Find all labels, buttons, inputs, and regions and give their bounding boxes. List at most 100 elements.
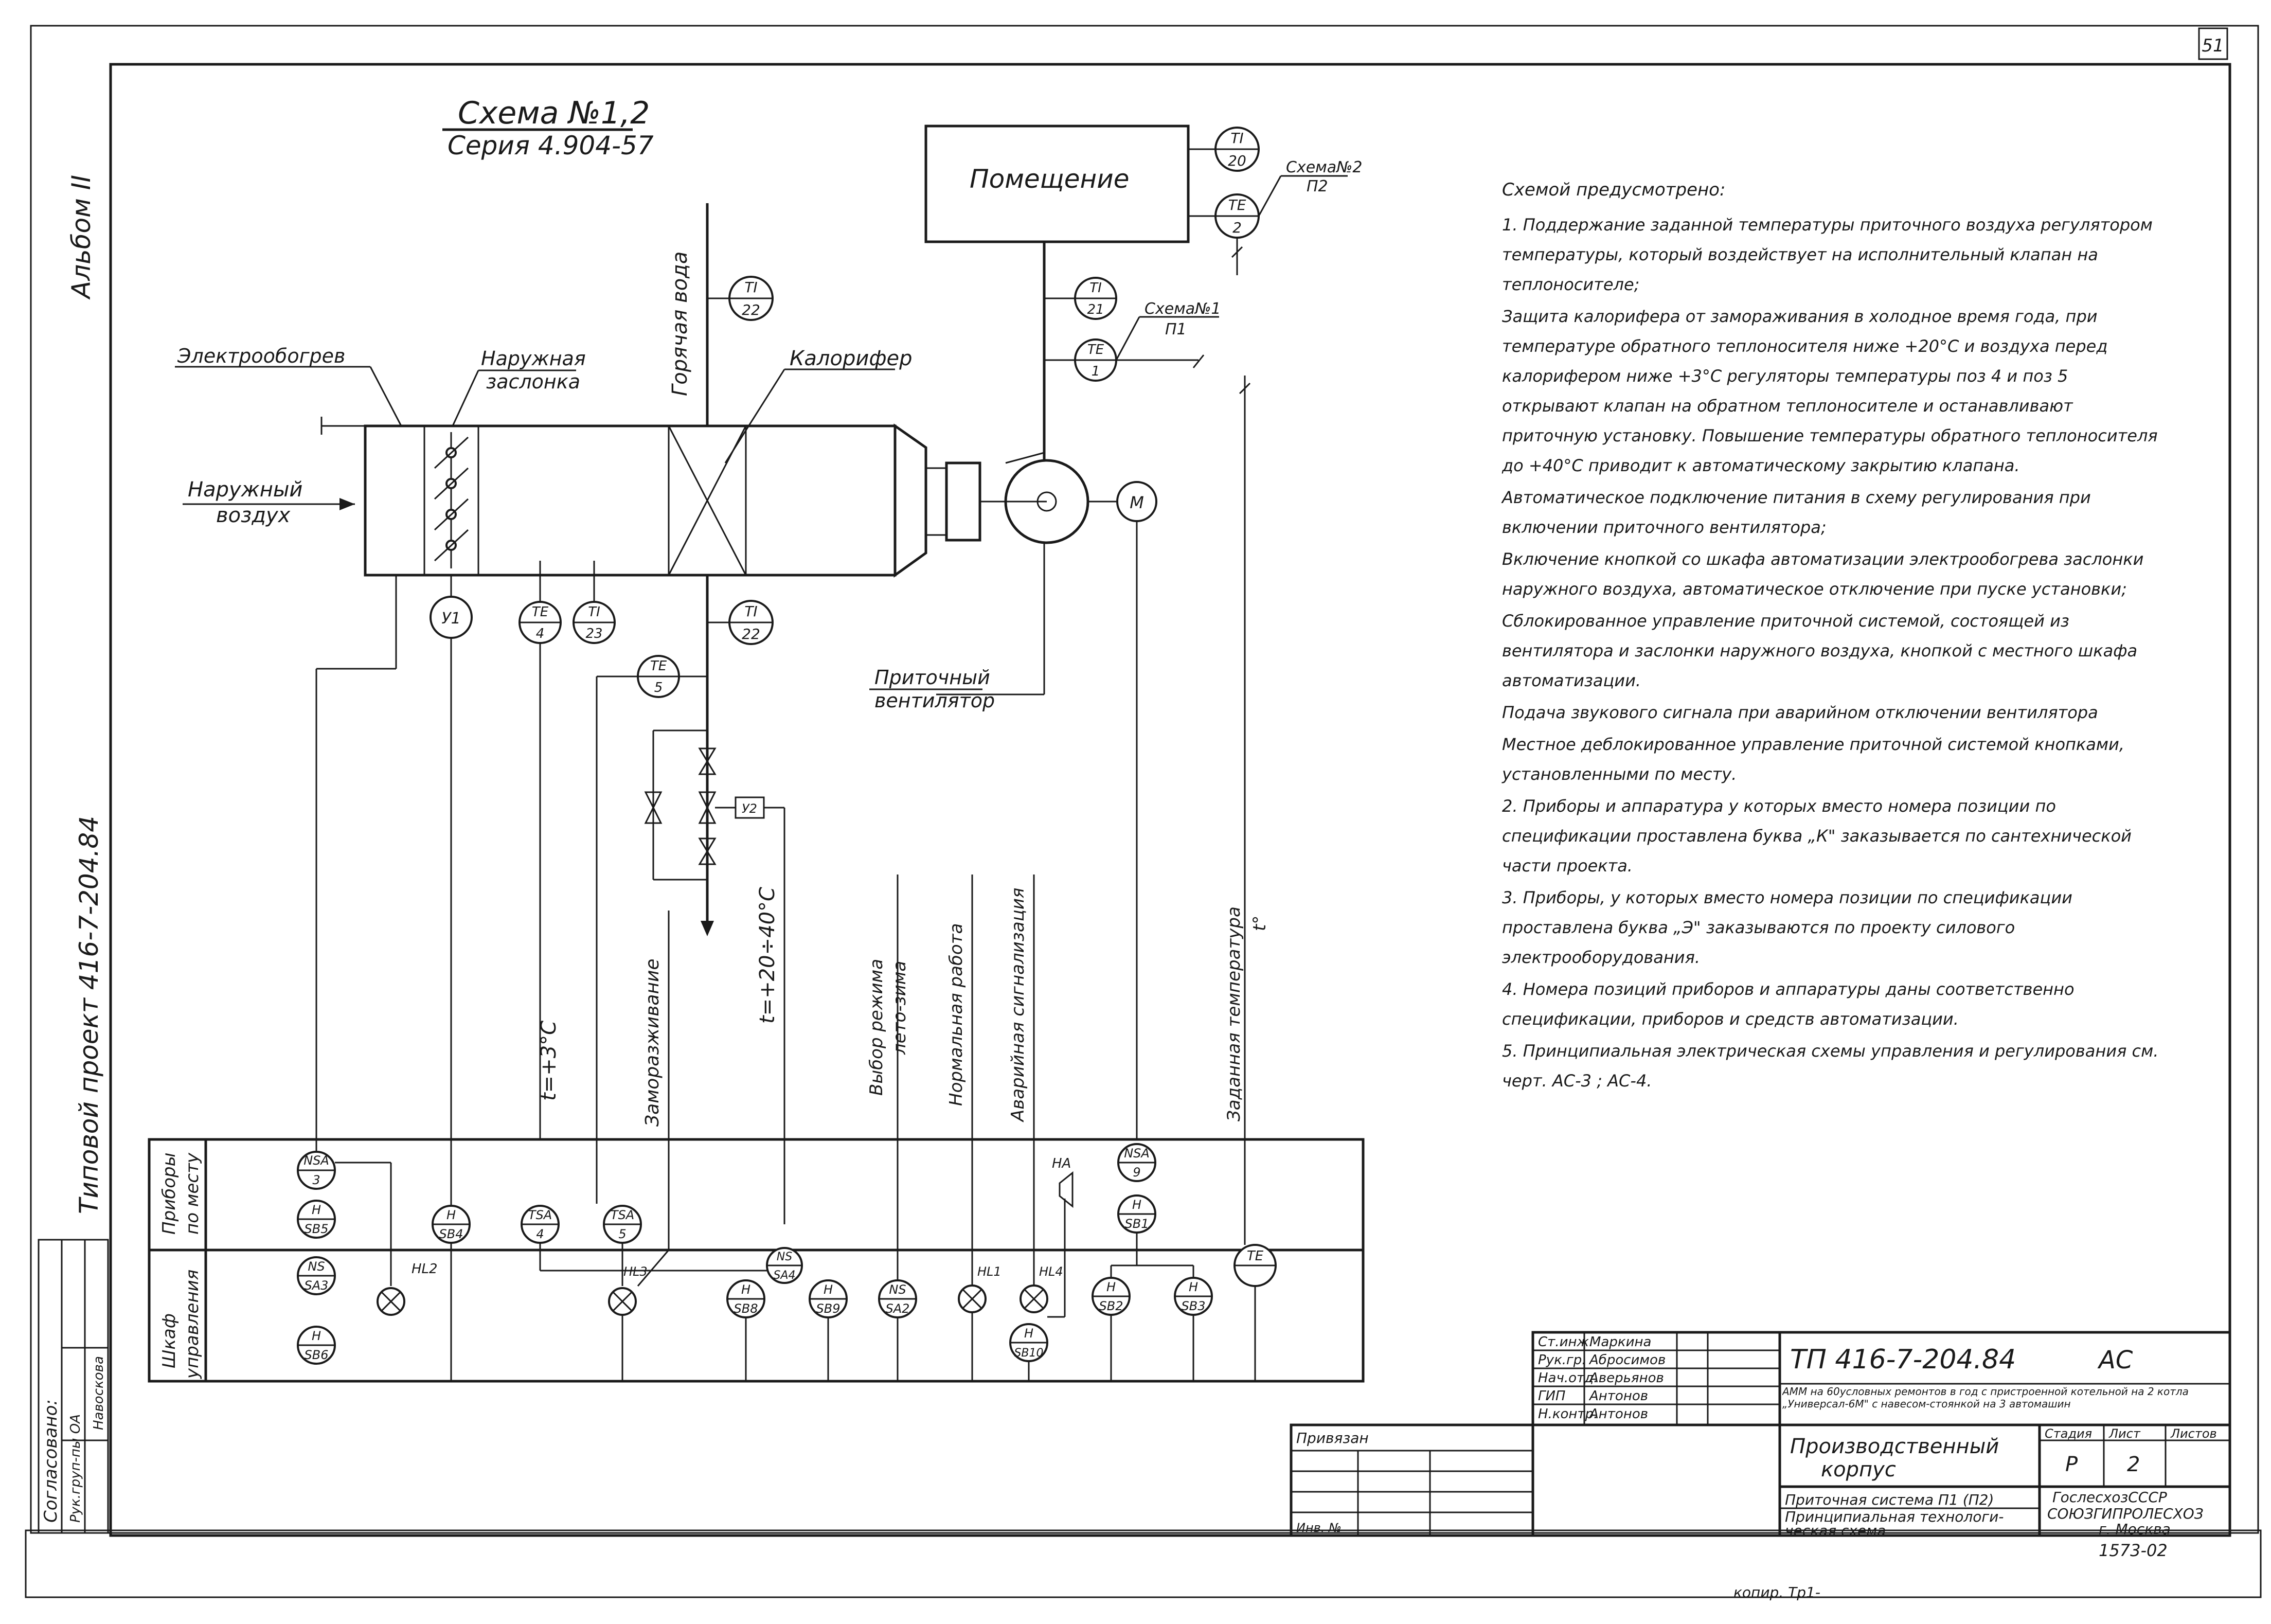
system-name: Приточная система П1 (П2) bbox=[1785, 1491, 1994, 1508]
note-2: Защита калорифера от замораживания в хол… bbox=[1502, 307, 2158, 475]
svg-text:TSA: TSA bbox=[528, 1208, 552, 1222]
svg-text:Н.контр.: Н.контр. bbox=[1538, 1406, 1598, 1422]
title-block: Ст.инж. Маркина Рук.гр. Абросимов Нач.от… bbox=[1290, 1331, 2231, 1601]
svg-text:Нач.отд.: Нач.отд. bbox=[1538, 1370, 1598, 1386]
svg-text:Р: Р bbox=[2065, 1453, 2078, 1476]
svg-text:TI: TI bbox=[744, 603, 757, 620]
mode-label: Выбор режима bbox=[866, 959, 887, 1096]
equipment-labels: Электрообогрев Наружная заслонка Калориф… bbox=[175, 345, 913, 527]
svg-text:У2: У2 bbox=[742, 801, 757, 816]
svg-text:21: 21 bbox=[1087, 302, 1104, 317]
svg-text:NSA: NSA bbox=[1124, 1146, 1150, 1161]
svg-text:Инв. №: Инв. № bbox=[1296, 1521, 1342, 1535]
note-1: 1. Поддержание заданной температуры прит… bbox=[1502, 215, 2153, 294]
svg-text:H: H bbox=[1132, 1198, 1141, 1212]
scheme-title: Схема №1,2 Серия 4.904-57 bbox=[442, 95, 654, 160]
heater-label: Калорифер bbox=[790, 347, 913, 370]
svg-text:У1: У1 bbox=[441, 610, 460, 628]
svg-text:Стадия: Стадия bbox=[2045, 1426, 2092, 1441]
svg-text:TE: TE bbox=[1087, 342, 1104, 358]
unit-sensors: У1 TE 4 TI 23 bbox=[315, 561, 616, 1224]
svg-text:Принципиальная технологи-: Принципиальная технологи- bbox=[1785, 1508, 2004, 1525]
svg-text:Лист: Лист bbox=[2108, 1426, 2141, 1441]
return-water-line: TI 22 TE 5 У2 bbox=[596, 575, 785, 1224]
svg-text:H: H bbox=[1106, 1280, 1116, 1294]
group-head-label: Рук.груп-пы ОА bbox=[68, 1414, 83, 1523]
svg-text:TI: TI bbox=[1230, 130, 1243, 147]
drawing-mark: АС bbox=[2097, 1346, 2133, 1375]
project-label: Типовой проект 416-7-204.84 bbox=[74, 816, 104, 1214]
svg-text:HL3: HL3 bbox=[623, 1264, 648, 1279]
svg-text:TI: TI bbox=[1089, 280, 1102, 296]
scheme-series: Серия 4.904-57 bbox=[448, 131, 654, 160]
project-code: ТП 416-7-204.84 bbox=[1790, 1344, 2016, 1375]
svg-text:TSA: TSA bbox=[611, 1208, 634, 1222]
room-label: Помещение bbox=[970, 164, 1129, 194]
svg-text:корпус: корпус bbox=[1821, 1458, 1896, 1482]
svg-text:HA: HA bbox=[1052, 1156, 1071, 1171]
svg-text:Ст.инж.: Ст.инж. bbox=[1538, 1334, 1593, 1350]
svg-text:H: H bbox=[312, 1329, 321, 1343]
svg-text:H: H bbox=[446, 1208, 456, 1222]
cabinet-label: Шкаф bbox=[159, 1313, 180, 1368]
note-10: 4. Номера позиций приборов и аппаратуры … bbox=[1502, 979, 2075, 1029]
outside-air-label: Наружный bbox=[188, 478, 302, 502]
svg-text:2: 2 bbox=[1232, 219, 1242, 236]
svg-text:H: H bbox=[312, 1203, 321, 1217]
t3-label: t=+3°C bbox=[537, 1021, 561, 1101]
svg-text:по месту: по месту bbox=[182, 1152, 203, 1235]
svg-text:SB4: SB4 bbox=[439, 1227, 463, 1241]
svg-text:TI: TI bbox=[744, 279, 757, 296]
svg-text:Антонов: Антонов bbox=[1588, 1406, 1648, 1422]
svg-text:3: 3 bbox=[312, 1173, 320, 1187]
svg-text:СОЮЗГИПРОЛЕСХОЗ: СОЮЗГИПРОЛЕСХОЗ bbox=[2047, 1505, 2204, 1522]
project-description: АММ на 60условных ремонтов в год с прист… bbox=[1782, 1385, 2189, 1410]
svg-text:воздух: воздух bbox=[216, 504, 291, 527]
svg-text:ческая схема: ческая схема bbox=[1785, 1522, 1886, 1539]
alarm-label: Аварийная сигнализация bbox=[1008, 888, 1028, 1122]
agreed-label: Согласовано: bbox=[41, 1399, 61, 1523]
svg-text:SB6: SB6 bbox=[305, 1348, 329, 1362]
supply-duct-sensors: TI 21 TE 1 Схема№1 П1 bbox=[1044, 277, 1221, 382]
normal-label: Нормальная работа bbox=[946, 923, 967, 1106]
svg-text:H: H bbox=[1189, 1280, 1198, 1294]
svg-text:4: 4 bbox=[536, 1227, 544, 1241]
sheet-number: 51 bbox=[2202, 35, 2224, 56]
note-5: Сблокированное управление приточной сист… bbox=[1502, 611, 2138, 690]
scheme2-ref: Схема№2 bbox=[1286, 158, 1362, 176]
scheme1-ref: Схема№1 bbox=[1145, 300, 1221, 318]
svg-text:H: H bbox=[741, 1282, 750, 1297]
svg-text:SA2: SA2 bbox=[886, 1301, 910, 1316]
svg-text:t°: t° bbox=[1249, 916, 1270, 931]
svg-text:П2: П2 bbox=[1307, 177, 1328, 195]
svg-text:TE: TE bbox=[1228, 197, 1246, 213]
scheme-number: Схема №1,2 bbox=[458, 95, 650, 131]
horn-ha bbox=[1059, 1171, 1074, 1208]
svg-text:управления: управления bbox=[182, 1270, 203, 1379]
hot-water-label: Горячая вода bbox=[668, 252, 692, 396]
fan-label: Приточный bbox=[874, 666, 990, 689]
svg-text:Аверьянов: Аверьянов bbox=[1588, 1370, 1664, 1386]
svg-text:23: 23 bbox=[585, 626, 602, 641]
album-label: Альбом II bbox=[66, 175, 96, 300]
svg-text:заслонка: заслонка bbox=[486, 370, 580, 393]
drawing-number: 1573-02 bbox=[2099, 1541, 2168, 1560]
svg-text:20: 20 bbox=[1228, 152, 1246, 169]
room: Помещение TI 20 TE 2 Схема№2 П2 bbox=[924, 124, 1362, 432]
setpoint-label: Заданная температура bbox=[1224, 906, 1244, 1121]
electro-heat-label: Электрообогрев bbox=[177, 345, 345, 367]
building-name: Производственный bbox=[1790, 1435, 1999, 1458]
freeze-label: Заморазживание bbox=[642, 958, 663, 1127]
duct-body bbox=[364, 424, 897, 577]
svg-text:SB9: SB9 bbox=[816, 1301, 841, 1316]
svg-text:лето-зима: лето-зима bbox=[889, 961, 910, 1055]
note-7: Местное деблокированное управление прито… bbox=[1502, 735, 2125, 784]
svg-text:TE: TE bbox=[532, 604, 549, 620]
svg-text:TI: TI bbox=[588, 604, 600, 620]
svg-text:SB8: SB8 bbox=[734, 1301, 758, 1316]
notes-heading: Схемой предусмотрено: bbox=[1502, 180, 1726, 200]
note-9: 3. Приборы, у которых вместо номера пози… bbox=[1502, 888, 2072, 967]
side-stamp: Альбом II Типовой проект 416-7-204.84 Со… bbox=[38, 175, 109, 1534]
svg-text:SA4: SA4 bbox=[773, 1269, 795, 1282]
note-11: 5. Принципиальная электрическая схемы уп… bbox=[1502, 1041, 2159, 1091]
